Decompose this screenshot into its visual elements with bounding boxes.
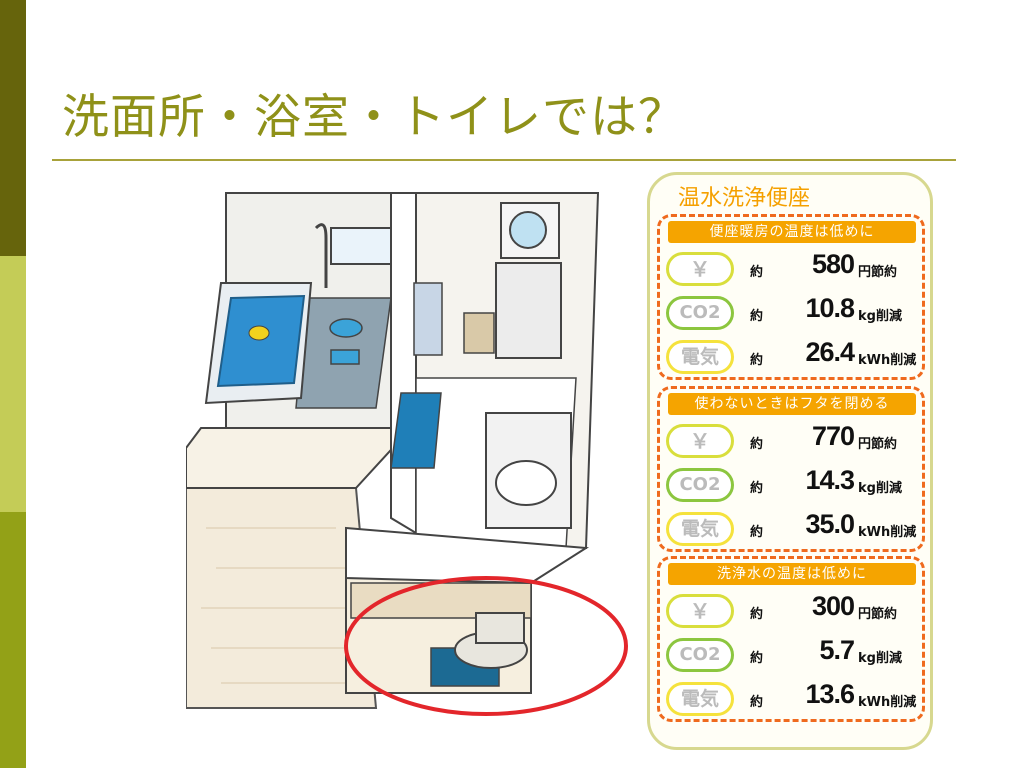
panel-title: 温水洗浄便座 (678, 186, 811, 211)
saving-value: 35.0 (805, 509, 855, 539)
saving-value: 14.3 (805, 465, 855, 495)
co2-icon: CO2 (666, 638, 734, 672)
saving-unit: kWh削減 (858, 525, 917, 540)
saving-value: 10.8 (805, 293, 855, 323)
saving-unit: 円節約 (858, 437, 898, 452)
yen-icon: ￥ (666, 252, 734, 286)
side-stripe-top (0, 0, 26, 256)
tip-heading: 洗浄水の温度は低めに (668, 563, 916, 585)
title-divider (52, 159, 956, 161)
saving-row-co2: CO2 約 10.8 kg削減 (664, 293, 920, 333)
electricity-icon: 電気 (666, 340, 734, 374)
tip-group-seat-heating: 便座暖房の温度は低めに ￥ 約 580 円節約 CO2 約 10.8 kg削減 … (657, 214, 925, 380)
saving-value: 300 (811, 591, 855, 621)
saving-value: 26.4 (805, 337, 855, 367)
electricity-icon: 電気 (666, 682, 734, 716)
saving-row-electricity: 電気 約 26.4 kWh削減 (664, 337, 920, 377)
toilet-highlight-circle (344, 576, 628, 716)
saving-unit: kWh削減 (858, 695, 917, 710)
saving-unit: 円節約 (858, 265, 898, 280)
saving-row-electricity: 電気 約 35.0 kWh削減 (664, 509, 920, 549)
saving-row-yen: ￥ 約 300 円節約 (664, 591, 920, 631)
saving-row-yen: ￥ 約 770 円節約 (664, 421, 920, 461)
approx-label: 約 (750, 607, 764, 622)
saving-unit: 円節約 (858, 607, 898, 622)
saving-unit: kWh削減 (858, 353, 917, 368)
saving-value: 5.7 (819, 635, 855, 665)
side-stripe-bottom (0, 512, 26, 768)
approx-label: 約 (750, 481, 764, 496)
approx-label: 約 (750, 525, 764, 540)
approx-label: 約 (750, 353, 764, 368)
side-stripe-middle (0, 256, 26, 512)
saving-row-co2: CO2 約 5.7 kg削減 (664, 635, 920, 675)
saving-row-yen: ￥ 約 580 円節約 (664, 249, 920, 289)
saving-value: 580 (811, 249, 855, 279)
saving-row-co2: CO2 約 14.3 kg削減 (664, 465, 920, 505)
saving-unit: kg削減 (858, 481, 902, 496)
saving-unit: kg削減 (858, 309, 902, 324)
yen-icon: ￥ (666, 424, 734, 458)
approx-label: 約 (750, 651, 764, 666)
saving-row-electricity: 電気 約 13.6 kWh削減 (664, 679, 920, 719)
electricity-icon: 電気 (666, 512, 734, 546)
slide-title: 洗面所・浴室・トイレでは？ (62, 90, 686, 145)
approx-label: 約 (750, 437, 764, 452)
saving-value: 13.6 (805, 679, 855, 709)
tip-group-close-lid: 使わないときはフタを閉める ￥ 約 770 円節約 CO2 約 14.3 kg削… (657, 386, 925, 552)
bathroom-illustration (186, 192, 628, 716)
co2-icon: CO2 (666, 468, 734, 502)
tip-heading: 使わないときはフタを閉める (668, 393, 916, 415)
co2-icon: CO2 (666, 296, 734, 330)
saving-unit: kg削減 (858, 651, 902, 666)
tip-group-wash-water-temp: 洗浄水の温度は低めに ￥ 約 300 円節約 CO2 約 5.7 kg削減 電気… (657, 556, 925, 722)
approx-label: 約 (750, 695, 764, 710)
approx-label: 約 (750, 309, 764, 324)
yen-icon: ￥ (666, 594, 734, 628)
approx-label: 約 (750, 265, 764, 280)
tip-heading: 便座暖房の温度は低めに (668, 221, 916, 243)
saving-value: 770 (811, 421, 855, 451)
